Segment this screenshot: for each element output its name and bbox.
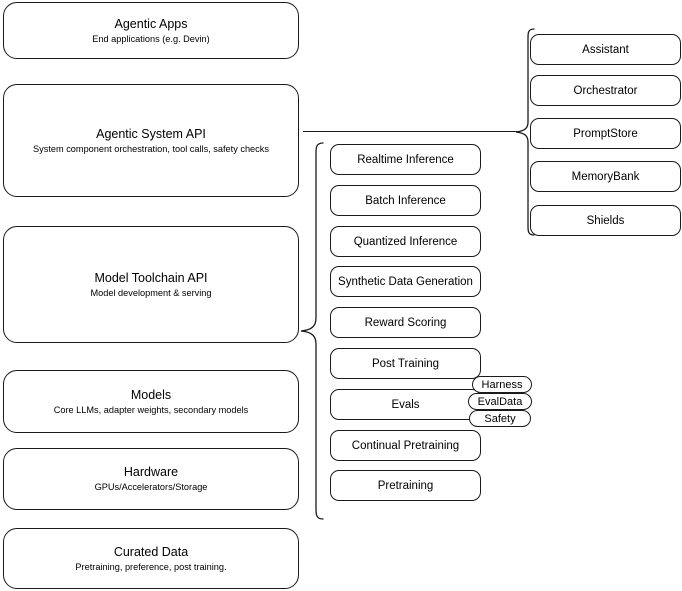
- capability-quantized-inference[interactable]: Quantized Inference: [330, 226, 481, 257]
- capability-batch-inference[interactable]: Batch Inference: [330, 185, 481, 216]
- layer-subtitle: Core LLMs, adapter weights, secondary mo…: [53, 404, 249, 415]
- evals-subcomponent-evaldata[interactable]: EvalData: [468, 393, 532, 410]
- capability-post-training[interactable]: Post Training: [330, 348, 481, 379]
- evals-subcomponent-safety[interactable]: Safety: [469, 410, 531, 427]
- layer-subtitle: System component orchestration, tool cal…: [33, 143, 269, 154]
- connector-line-agentic-system: [303, 131, 517, 133]
- capability-label: Post Training: [371, 357, 440, 370]
- agentic-component-promptstore[interactable]: PromptStore: [530, 118, 681, 149]
- pill-label: Safety: [484, 412, 516, 425]
- component-label: Assistant: [582, 43, 629, 56]
- layer-subtitle: End applications (e.g. Devin): [92, 33, 210, 44]
- layer-title: Model Toolchain API: [94, 270, 208, 285]
- capability-label: Batch Inference: [365, 194, 446, 207]
- layer-model-toolchain-api[interactable]: Model Toolchain API Model development & …: [3, 226, 299, 343]
- evals-subcomponent-harness[interactable]: Harness: [472, 376, 532, 393]
- layer-subtitle: GPUs/Accelerators/Storage: [94, 482, 208, 492]
- capability-evals[interactable]: Evals: [330, 389, 481, 420]
- layer-curated-data[interactable]: Curated Data Pretraining, preference, po…: [3, 528, 299, 589]
- capability-label: Pretraining: [377, 479, 434, 492]
- component-label: Shields: [586, 214, 625, 227]
- layer-agentic-apps[interactable]: Agentic Apps End applications (e.g. Devi…: [3, 2, 299, 59]
- component-label: MemoryBank: [571, 170, 640, 183]
- capability-reward-scoring[interactable]: Reward Scoring: [330, 307, 481, 338]
- layer-title: Agentic Apps: [114, 16, 188, 31]
- capability-synthetic-data-generation[interactable]: Synthetic Data Generation: [330, 266, 481, 297]
- layer-subtitle: Pretraining, preference, post training.: [75, 561, 227, 572]
- brace-toolchain-capabilities: [300, 142, 324, 520]
- agentic-component-memorybank[interactable]: MemoryBank: [530, 161, 681, 192]
- layer-title: Curated Data: [113, 544, 189, 559]
- agentic-component-orchestrator[interactable]: Orchestrator: [530, 75, 681, 106]
- capability-pretraining[interactable]: Pretraining: [330, 470, 481, 501]
- pill-label: EvalData: [477, 395, 523, 408]
- layer-hardware[interactable]: Hardware GPUs/Accelerators/Storage: [3, 448, 299, 510]
- layer-title: Models: [130, 387, 172, 402]
- component-label: PromptStore: [573, 127, 638, 140]
- capability-realtime-inference[interactable]: Realtime Inference: [330, 144, 481, 175]
- layer-agentic-system-api[interactable]: Agentic System API System component orch…: [3, 84, 299, 197]
- agentic-component-assistant[interactable]: Assistant: [530, 34, 681, 65]
- capability-label: Reward Scoring: [364, 316, 447, 329]
- capability-label: Continual Pretraining: [351, 439, 460, 452]
- capability-label: Realtime Inference: [357, 153, 454, 166]
- component-label: Orchestrator: [573, 84, 638, 97]
- agentic-component-shields[interactable]: Shields: [530, 205, 681, 236]
- layer-title: Agentic System API: [96, 126, 206, 141]
- layer-subtitle: Model development & serving: [90, 287, 212, 298]
- pill-label: Harness: [481, 378, 523, 391]
- layer-models[interactable]: Models Core LLMs, adapter weights, secon…: [3, 370, 299, 433]
- capability-label: Quantized Inference: [353, 235, 458, 248]
- capability-label: Synthetic Data Generation: [338, 275, 473, 288]
- capability-label: Evals: [391, 398, 420, 411]
- capability-continual-pretraining[interactable]: Continual Pretraining: [330, 430, 481, 461]
- layer-title: Hardware: [123, 465, 179, 479]
